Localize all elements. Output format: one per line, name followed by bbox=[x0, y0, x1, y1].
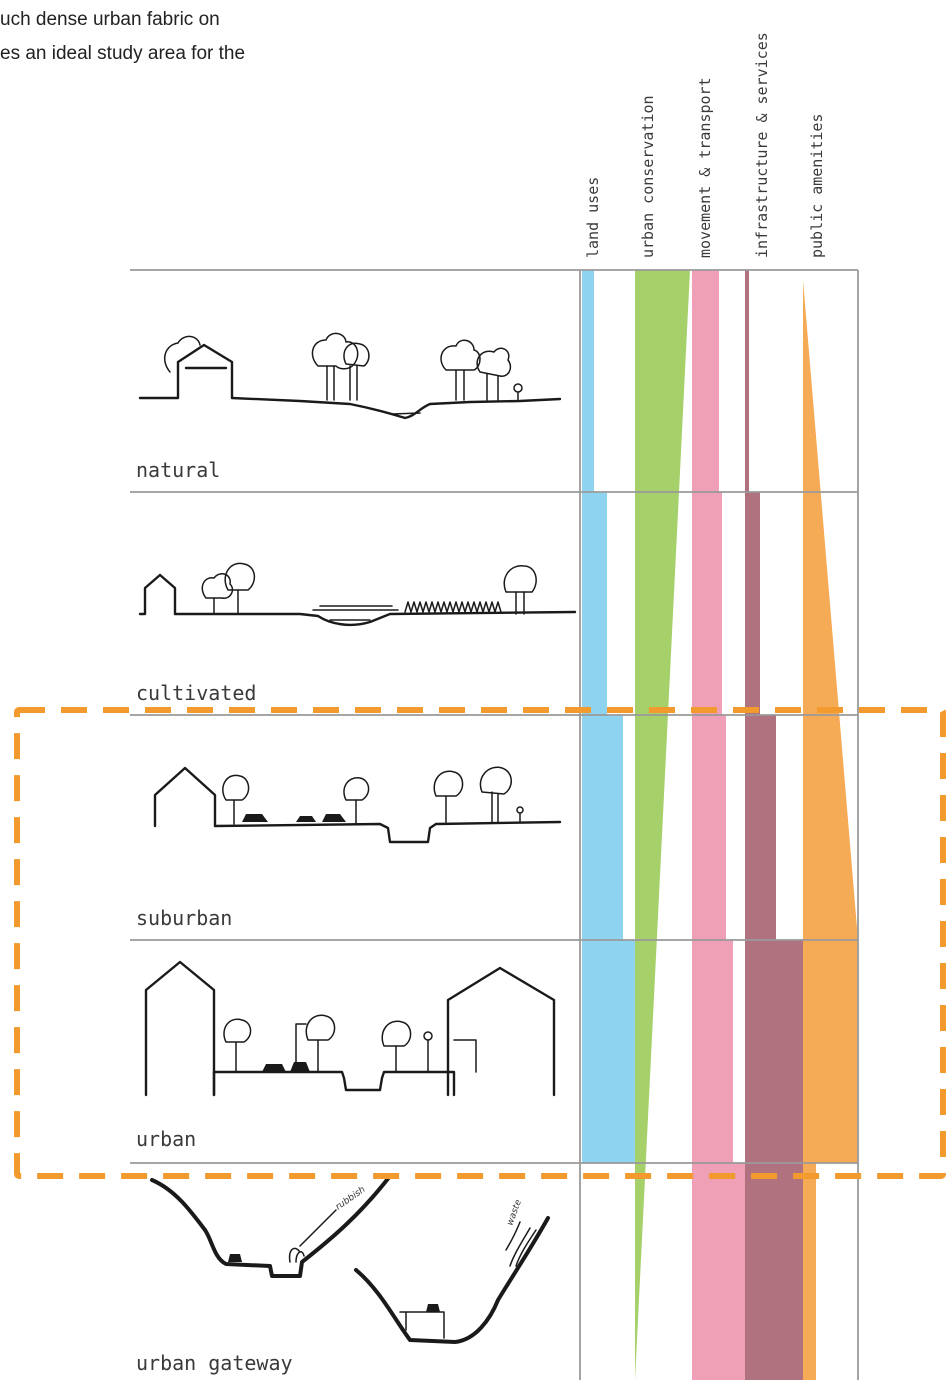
column-header-movement-transport: movement & transport bbox=[696, 77, 714, 258]
land-uses-band bbox=[582, 270, 635, 1163]
column-header-urban-conservation: urban conservation bbox=[639, 95, 657, 258]
column-header-land-uses: land uses bbox=[584, 177, 602, 258]
urban-section-sketch bbox=[144, 960, 556, 1097]
row-label-natural: natural bbox=[136, 458, 220, 482]
urban-gateway-section-sketch: rubbish waste bbox=[150, 1174, 550, 1344]
public-amenities-band-urban bbox=[803, 940, 858, 1163]
column-headers: land uses urban conservation movement & … bbox=[584, 32, 826, 258]
movement-transport-band bbox=[692, 270, 745, 1380]
infrastructure-services-band bbox=[745, 270, 803, 1380]
cultivated-section-sketch bbox=[138, 562, 577, 627]
public-amenities-band-gateway bbox=[803, 1163, 816, 1380]
urban-conservation-band bbox=[635, 270, 690, 1380]
natural-section-sketch bbox=[138, 332, 562, 420]
annotation-waste: waste bbox=[505, 1198, 524, 1227]
intro-text-line-1: uch dense urban fabric on bbox=[0, 9, 220, 30]
row-label-cultivated: cultivated bbox=[136, 681, 256, 705]
intro-text-line-2: es an ideal study area for the bbox=[0, 43, 246, 64]
public-amenities-band bbox=[803, 280, 858, 940]
column-header-public-amenities: public amenities bbox=[808, 114, 826, 259]
row-labels: natural cultivated suburban urban urban … bbox=[136, 458, 293, 1375]
row-label-suburban: suburban bbox=[136, 906, 232, 930]
column-bands bbox=[582, 270, 858, 1380]
suburban-section-sketch bbox=[153, 766, 562, 844]
row-label-urban: urban bbox=[136, 1127, 196, 1151]
row-label-urban-gateway: urban gateway bbox=[136, 1351, 293, 1375]
column-header-infrastructure-services: infrastructure & services bbox=[753, 32, 771, 258]
table-grid bbox=[130, 269, 859, 1380]
highlight-box-suburban-urban bbox=[14, 707, 946, 1179]
